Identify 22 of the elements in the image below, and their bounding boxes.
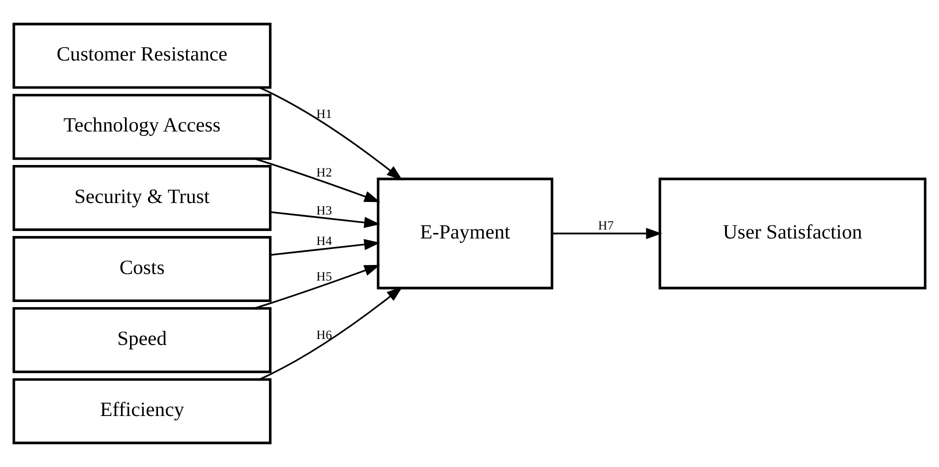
arrow [270, 211, 380, 228]
edge-label: H5 [316, 269, 332, 284]
edge-label: H3 [316, 203, 332, 218]
node-box: Security & Trust [12, 164, 272, 231]
arrow [254, 158, 380, 202]
node-box: Customer Resistance [12, 22, 272, 89]
arrow [270, 238, 380, 256]
arrow [254, 264, 380, 310]
edge-label: H4 [316, 234, 332, 248]
arrow [259, 286, 403, 380]
edge-label: H7 [598, 218, 614, 233]
node-box: Speed [12, 307, 272, 374]
node-box: Costs [12, 236, 272, 302]
edge-label: H6 [316, 328, 332, 342]
node-box: Efficiency [12, 378, 272, 444]
arrow [552, 228, 662, 240]
edge-label: H1 [316, 107, 332, 121]
node-box: E-Payment [376, 178, 554, 290]
arrow [259, 86, 403, 180]
edge-label: H2 [316, 165, 332, 180]
node-box: Technology Access [12, 94, 272, 160]
node-box: User Satisfaction [658, 178, 926, 290]
